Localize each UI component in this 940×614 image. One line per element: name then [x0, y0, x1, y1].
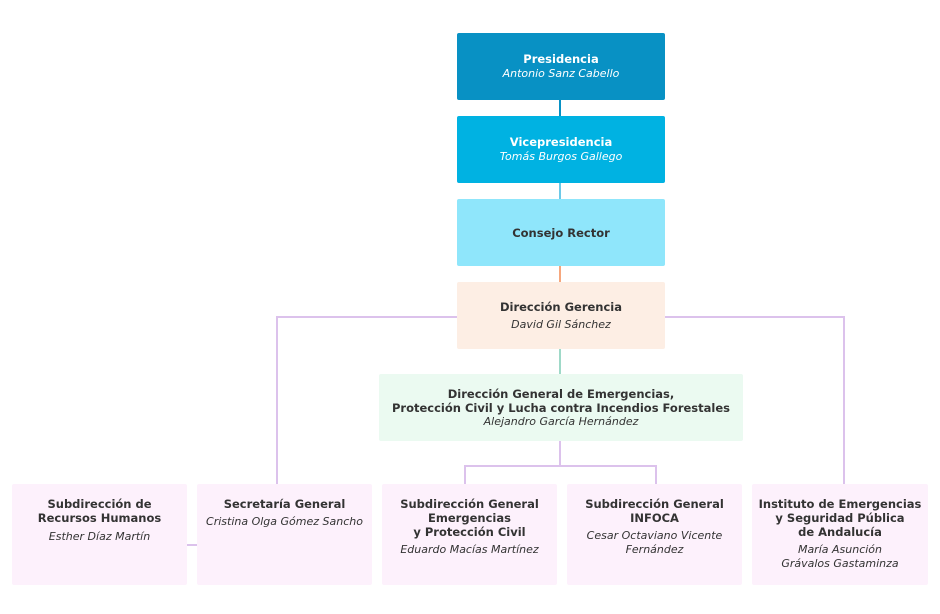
node-title: Consejo Rector [512, 225, 610, 240]
connector-dgeneral-subs [464, 465, 657, 484]
node-title: Presidencia [523, 52, 599, 66]
node-presidencia: Presidencia Antonio Sanz Cabello [457, 33, 665, 100]
node-direccion-gerencia: Dirección Gerencia David Gil Sánchez [457, 282, 665, 349]
node-title: Vicepresidencia [509, 135, 613, 149]
node-person: Esther Díaz Martín [48, 530, 151, 543]
node-title: Subdirección General Emergencias y Prote… [400, 497, 539, 539]
node-person: Tomás Burgos Gallego [499, 150, 623, 163]
node-person: Alejandro García Hernández [483, 414, 639, 428]
node-instituto-emergencias: Instituto de Emergencias y Seguridad Púb… [752, 484, 928, 585]
node-subdireccion-emergencias: Subdirección General Emergencias y Prote… [382, 484, 557, 585]
connector-gerencia-secretaria [276, 316, 457, 484]
node-title: Instituto de Emergencias y Seguridad Púb… [758, 497, 922, 539]
node-consejo-rector: Consejo Rector [457, 199, 665, 266]
node-title: Subdirección de Recursos Humanos [37, 497, 162, 525]
node-person: Cristina Olga Gómez Sancho [206, 515, 363, 528]
node-person: Eduardo Macías Martínez [400, 543, 539, 556]
node-person: Antonio Sanz Cabello [502, 67, 620, 80]
node-title: Secretaría General [223, 497, 346, 511]
node-person: Cesar Octaviano Vicente Fernández [586, 529, 723, 556]
connector-gerencia-instituto [665, 316, 845, 484]
node-title: Dirección General de Emergencias, Protec… [392, 386, 730, 415]
node-title: Subdirección General INFOCA [585, 497, 724, 525]
node-subdireccion-rrhh: Subdirección de Recursos Humanos Esther … [12, 484, 187, 585]
node-person: David Gil Sánchez [511, 317, 611, 331]
node-secretaria-general: Secretaría General Cristina Olga Gómez S… [197, 484, 372, 585]
node-subdireccion-infoca: Subdirección General INFOCA Cesar Octavi… [567, 484, 742, 585]
node-vicepresidencia: Vicepresidencia Tomás Burgos Gallego [457, 116, 665, 183]
node-person: María Asunción Grávalos Gastaminza [781, 543, 899, 570]
node-title: Dirección Gerencia [499, 299, 623, 314]
node-direccion-general: Dirección General de Emergencias, Protec… [379, 374, 743, 441]
